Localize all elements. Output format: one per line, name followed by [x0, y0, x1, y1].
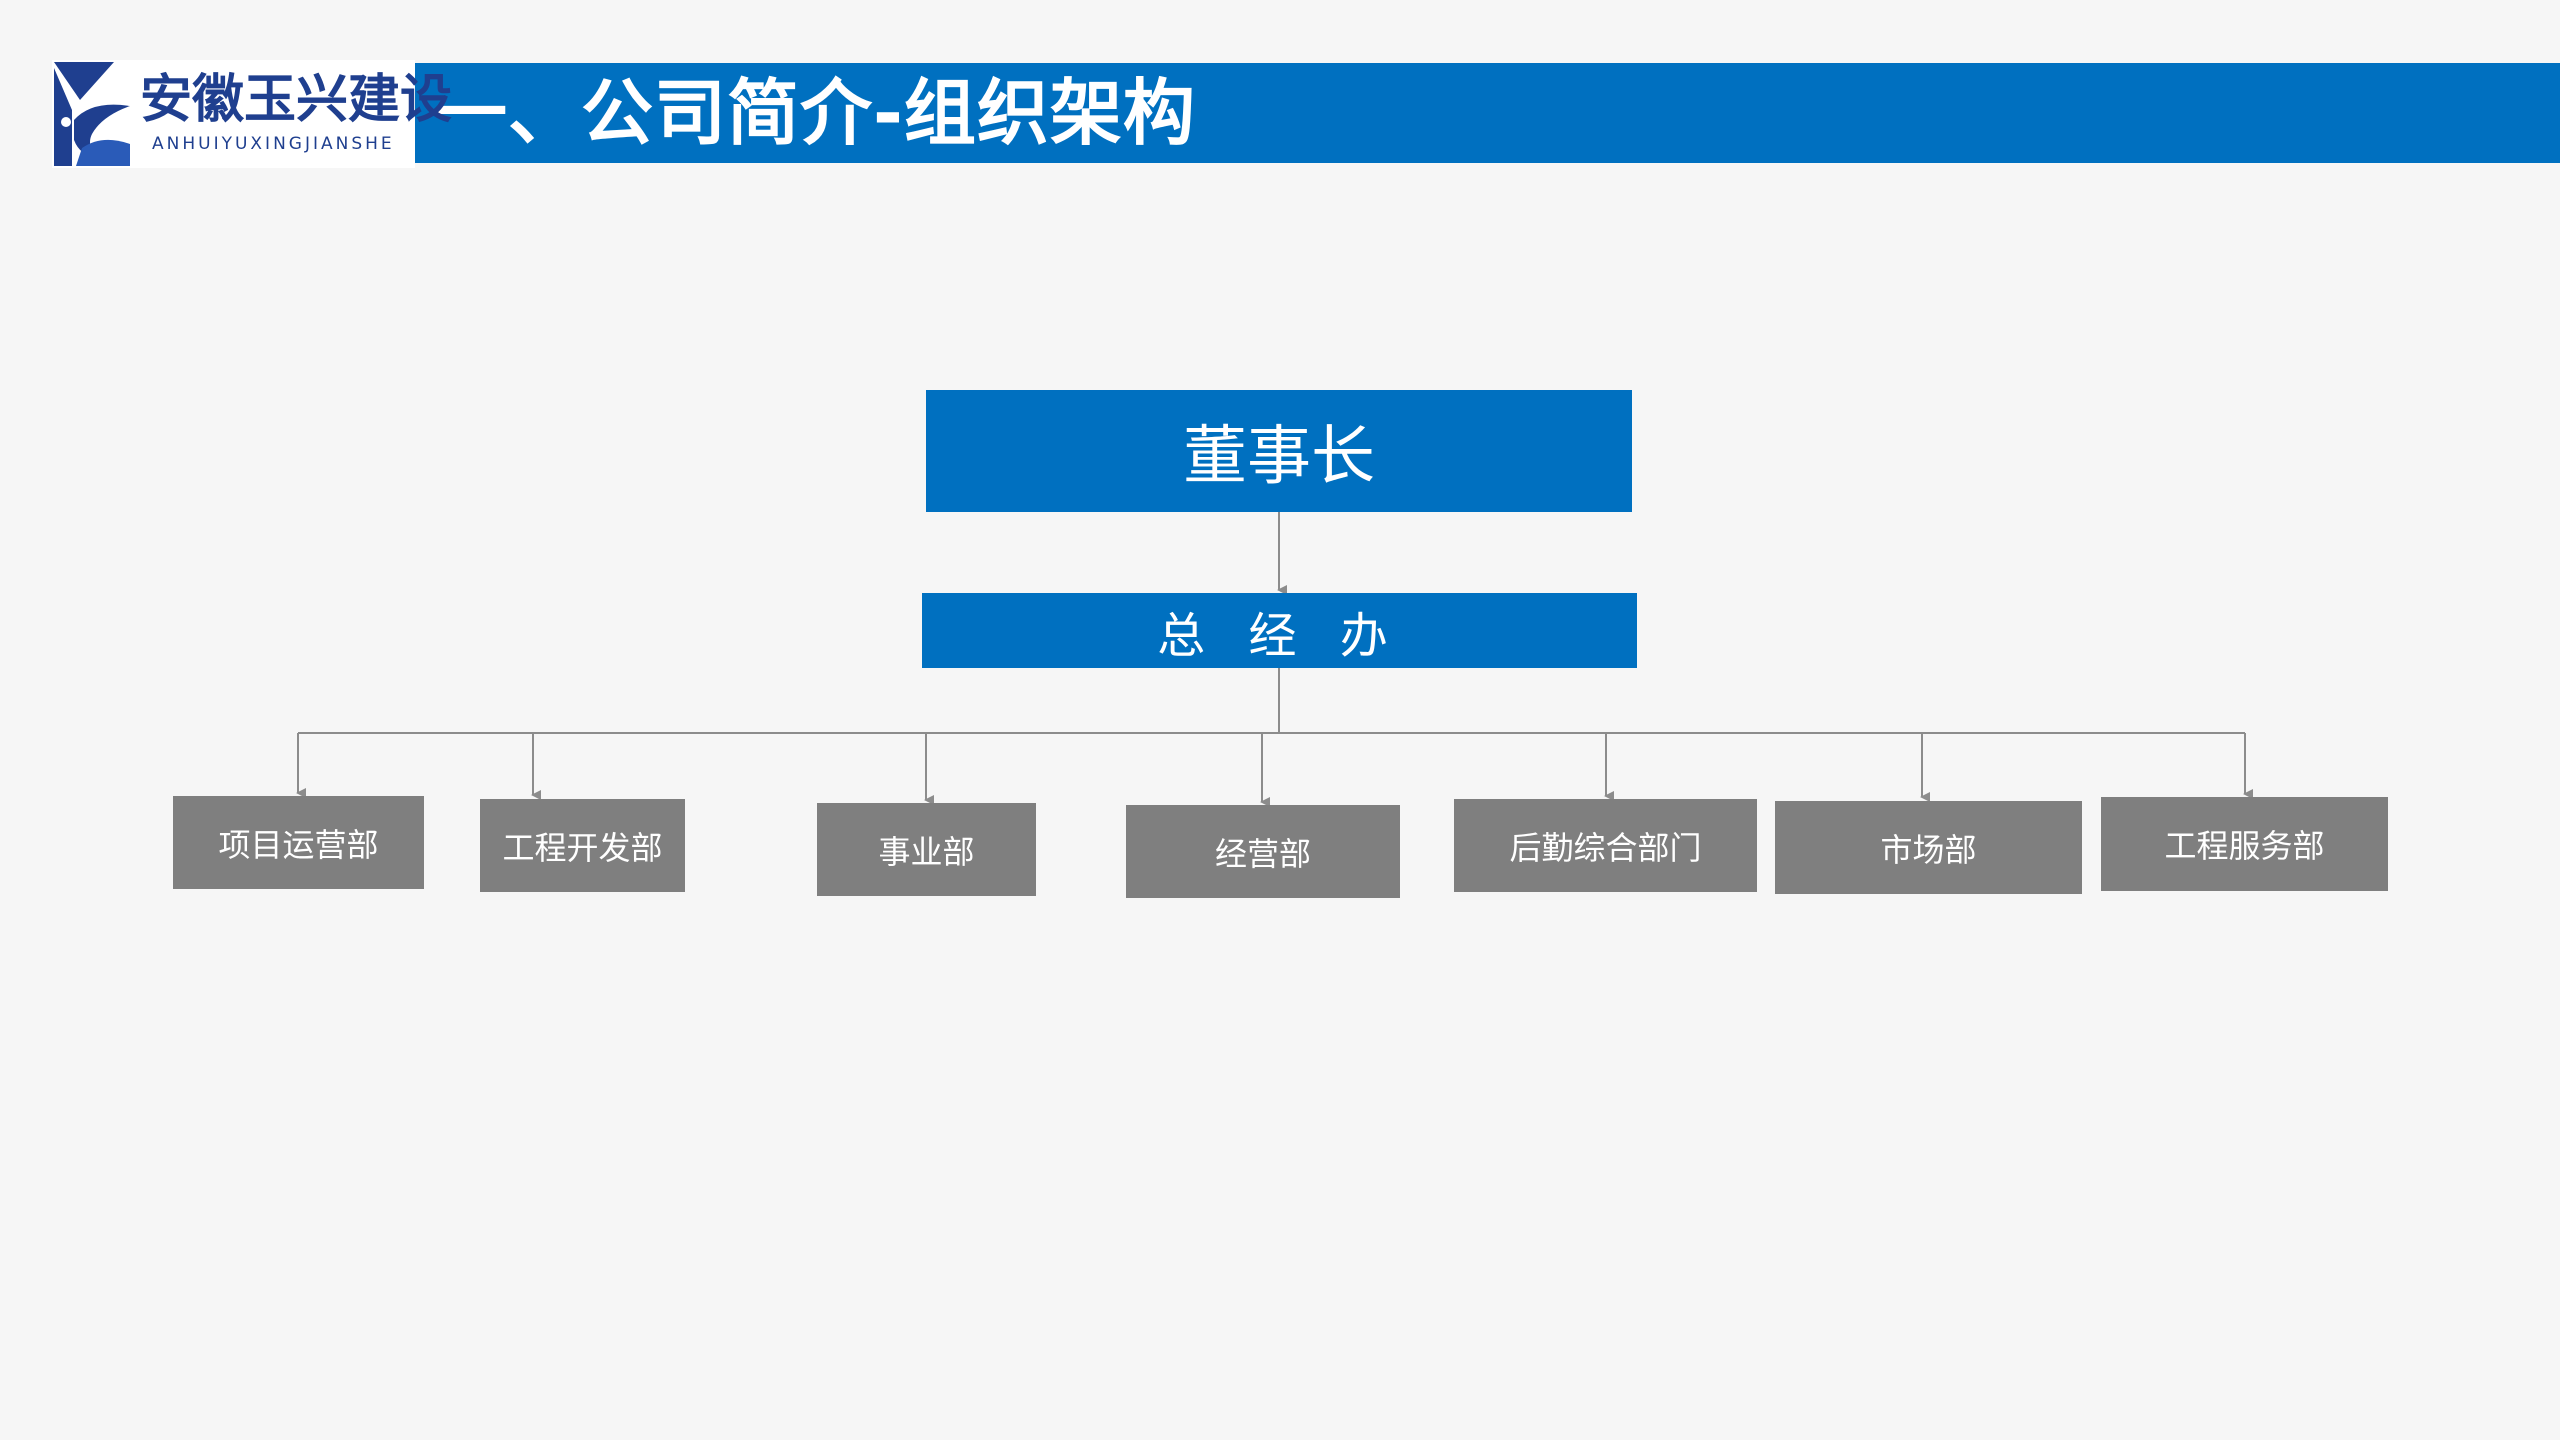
org-node-general-office: 总 经 办: [922, 593, 1637, 668]
dept-node-operations: 经营部: [1126, 805, 1400, 898]
logo-name-cn: 安徽玉兴建设: [140, 70, 453, 130]
company-logo: 安徽玉兴建设 ANHUIYUXINGJIANSHE: [52, 60, 452, 168]
logo-name-en: ANHUIYUXINGJIANSHE: [152, 134, 395, 154]
dept-node-engineering-development: 工程开发部: [480, 799, 685, 892]
dept-node-engineering-services: 工程服务部: [2101, 797, 2388, 891]
dept-node-project-operations: 项目运营部: [173, 796, 424, 889]
dept-node-logistics-general: 后勤综合部门: [1454, 799, 1757, 892]
org-node-chairman: 董事长: [926, 390, 1632, 512]
dept-node-marketing: 市场部: [1775, 801, 2082, 894]
company-logo-icon: [54, 62, 130, 166]
dept-node-business-division: 事业部: [817, 803, 1036, 896]
page-title: 一、公司简介-组织架构: [435, 71, 1196, 155]
title-bar: [415, 63, 2560, 163]
